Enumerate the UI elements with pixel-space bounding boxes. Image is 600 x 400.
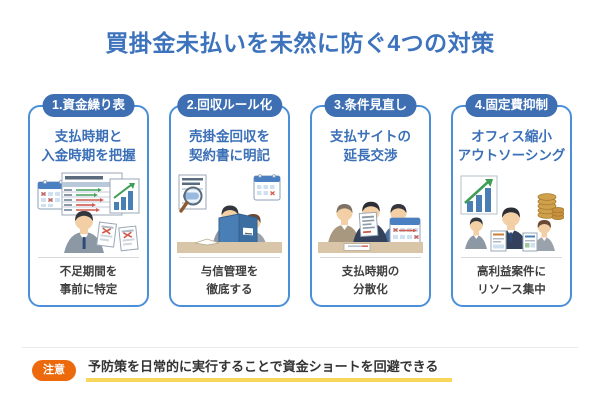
negotiation-illustration xyxy=(318,201,423,253)
calendar-icon xyxy=(37,179,69,210)
card-divider xyxy=(38,257,139,258)
caution-text: 予防策を日常的に実行することで資金ショートを回避できる xyxy=(86,358,453,383)
card-3-heading: 支払サイトの 延長交渉 xyxy=(330,129,411,163)
card-terms-review: 3.条件見直し 支払サイトの 延長交渉 xyxy=(310,94,431,307)
small-businessman xyxy=(465,217,487,249)
calendar-icon xyxy=(253,174,281,201)
contract-review-illustration xyxy=(177,174,282,253)
desk xyxy=(177,238,282,253)
cards-row: 1.資金繰り表 支払時期と 入金時期を把握 xyxy=(0,94,600,307)
footer-divider xyxy=(22,347,578,348)
left-businessman xyxy=(328,204,360,243)
card-fixed-costs: 4.固定費抑制 オフィス縮小 アウトソーシング xyxy=(451,94,572,307)
magnifier-icon xyxy=(179,186,203,213)
deficit-document-1 xyxy=(96,221,117,248)
card-4-heading: オフィス縮小 アウトソーシング xyxy=(457,129,566,163)
card-divider xyxy=(179,257,280,258)
businessman-figure xyxy=(64,211,104,253)
outsourcing-flyer xyxy=(522,232,538,252)
card-divider xyxy=(461,257,562,258)
cashflow-table-illustration xyxy=(37,172,140,253)
card-1-heading: 支払時期と 入金時期を把握 xyxy=(41,129,136,163)
card-1-badge: 1.資金繰り表 xyxy=(42,94,135,117)
card-cashflow-table: 1.資金繰り表 支払時期と 入金時期を把握 xyxy=(28,94,149,307)
card-divider xyxy=(320,257,421,258)
page-title: 買掛金未払いを未然に防ぐ4つの対策 xyxy=(105,30,495,56)
card-4-badge: 4.固定費抑制 xyxy=(465,94,558,117)
cost-reduction-illustration xyxy=(460,175,564,252)
card-collection-rules: 2.回収ルール化 売掛金回収を 契約書に明記 xyxy=(169,94,290,307)
deficit-document-2 xyxy=(118,225,139,252)
card-4-note: 高利益案件に リソース集中 xyxy=(477,266,546,296)
card-3-note: 支払時期の 分散化 xyxy=(341,266,400,296)
caution-badge: 注意 xyxy=(32,359,76,381)
businesswoman xyxy=(533,220,555,251)
contract-book xyxy=(218,213,258,247)
office-flyer xyxy=(490,230,507,252)
caution-note: 注意 予防策を日常的に実行することで資金ショートを回避できる xyxy=(32,358,600,383)
growth-chart xyxy=(460,175,498,215)
card-2-note: 与信管理を 徹底する xyxy=(200,266,259,296)
desk xyxy=(318,242,423,253)
payment-document xyxy=(358,211,379,238)
coin-stack xyxy=(537,193,564,220)
mini-bar-chart xyxy=(109,178,140,214)
card-1-note: 不足期間を 事前に特定 xyxy=(59,266,118,296)
calendar-icon xyxy=(389,217,421,246)
card-3-badge: 3.条件見直し xyxy=(324,94,417,117)
card-2-badge: 2.回収ルール化 xyxy=(176,94,283,117)
card-2-heading: 売掛金回収を 契約書に明記 xyxy=(189,129,270,163)
